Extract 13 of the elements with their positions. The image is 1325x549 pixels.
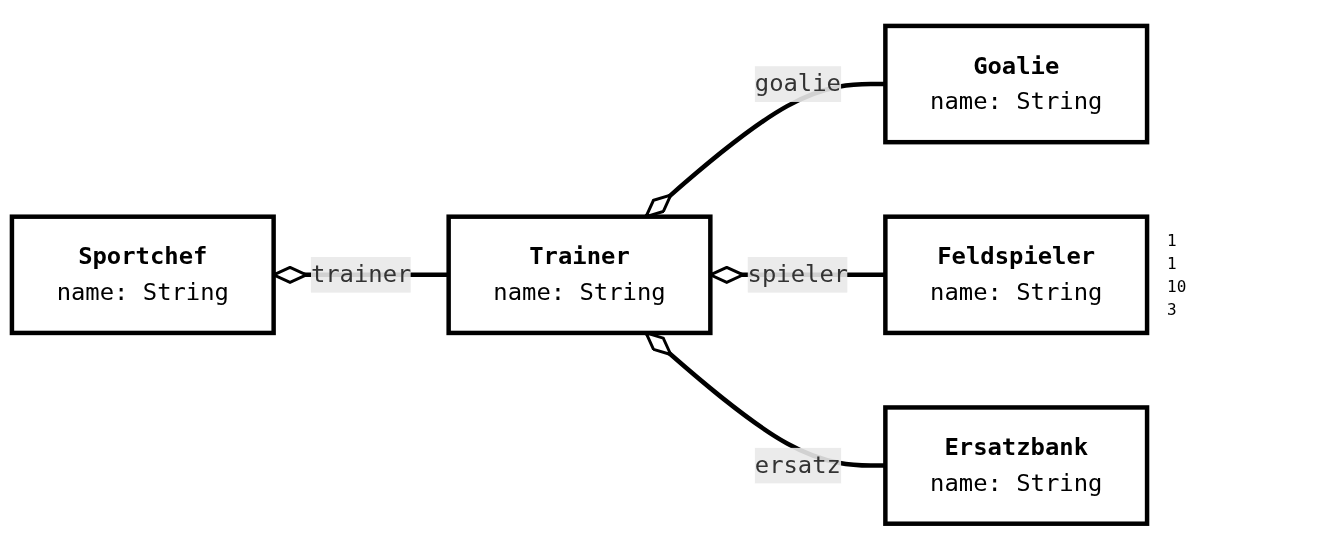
- multiplicity-label: 10: [1167, 276, 1188, 296]
- node-box: Ersatzbank name: String: [883, 404, 1150, 526]
- multiplicity-label: 3: [1167, 299, 1178, 319]
- edge-label: goalie: [754, 68, 841, 98]
- edge-label: spieler: [747, 259, 849, 288]
- edge-label: trainer: [310, 259, 412, 288]
- node-box: Feldspieler name: String: [883, 214, 1150, 335]
- multiplicity-label: 1: [1167, 253, 1178, 273]
- multiplicity-label: 1: [1167, 230, 1178, 250]
- node-box: Goalie name: String: [883, 23, 1150, 145]
- edge-label: ersatz: [754, 450, 841, 479]
- node-box: Sportchef name: String: [9, 214, 276, 335]
- node-box: Trainer name: String: [446, 214, 713, 335]
